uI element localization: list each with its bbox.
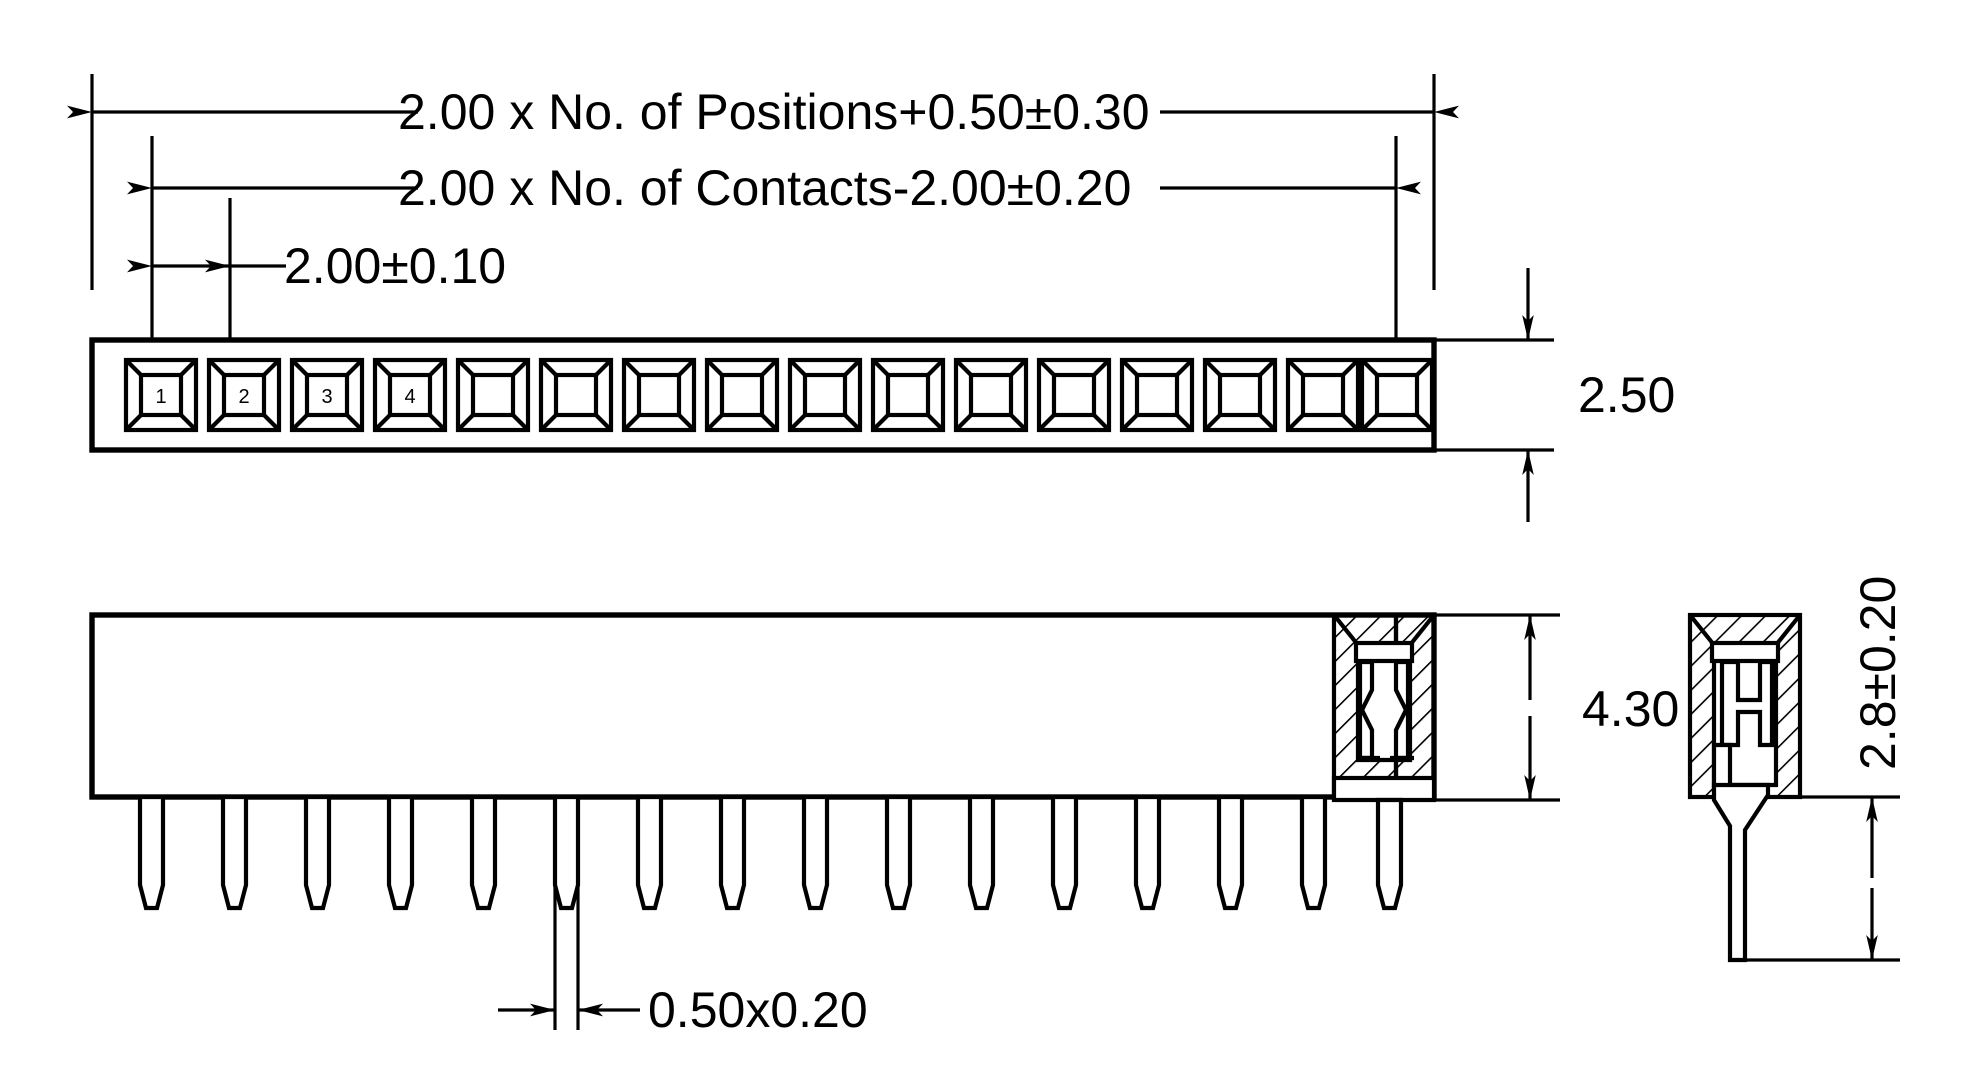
contact-socket: 4 bbox=[372, 357, 448, 433]
contact-socket: 1 bbox=[123, 357, 199, 433]
pin bbox=[1216, 794, 1245, 911]
pin bbox=[1133, 794, 1162, 911]
end-chamfer-left bbox=[1688, 613, 1716, 647]
contact-socket bbox=[1119, 357, 1195, 433]
pin bbox=[718, 794, 747, 911]
contact-socket bbox=[1202, 357, 1278, 433]
contact-socket: 2 bbox=[206, 357, 282, 433]
side-view-body bbox=[89, 612, 1437, 800]
end-cavity-top-bar bbox=[1709, 640, 1781, 664]
contact-socket bbox=[704, 357, 780, 433]
contact-number: 4 bbox=[404, 386, 415, 408]
contact-socket bbox=[870, 357, 946, 433]
contact-socket: 3 bbox=[289, 357, 365, 433]
pin bbox=[303, 794, 332, 911]
contact-socket bbox=[787, 357, 863, 433]
pin bbox=[1050, 794, 1079, 911]
pin bbox=[552, 794, 581, 911]
contact-socket bbox=[455, 357, 531, 433]
contact-base-plate bbox=[1331, 775, 1437, 803]
sectioned-contact-detail bbox=[1331, 612, 1437, 803]
dim-pin-label: 0.50x0.20 bbox=[648, 982, 868, 1038]
side-view-group: 4.30 0.50x0.20 bbox=[89, 612, 1679, 1038]
dim-28-label: 2.8±0.20 bbox=[1850, 576, 1906, 770]
contact-number: 2 bbox=[238, 386, 249, 408]
end-view-contact bbox=[1719, 659, 1775, 748]
dim-pitch-label: 2.00±0.10 bbox=[284, 238, 506, 294]
dim-contacts-label: 2.00 x No. of Contacts-2.00±0.20 bbox=[398, 160, 1131, 216]
end-view-group: 2.8±0.20 bbox=[1687, 576, 1906, 963]
pin bbox=[469, 794, 498, 911]
chamfer-right bbox=[1408, 613, 1436, 647]
pin bbox=[967, 794, 996, 911]
pin-array bbox=[137, 794, 1404, 911]
contact-number: 1 bbox=[155, 386, 166, 408]
contact-socket bbox=[1285, 357, 1361, 433]
pin bbox=[801, 794, 830, 911]
contact-array: 1 2 3 bbox=[123, 357, 1435, 433]
dim-250-label: 2.50 bbox=[1578, 367, 1675, 423]
pin bbox=[1375, 797, 1404, 911]
pin bbox=[386, 794, 415, 911]
contact-socket bbox=[953, 357, 1029, 433]
end-chamfer-right bbox=[1774, 613, 1802, 647]
pin bbox=[220, 794, 249, 911]
pin bbox=[1299, 794, 1328, 911]
chamfer-left bbox=[1332, 613, 1360, 647]
contact-socket bbox=[538, 357, 614, 433]
top-view-group: 2.00 x No. of Positions+0.50±0.30 2.00 x… bbox=[67, 74, 1675, 522]
dim-430-label: 4.30 bbox=[1582, 681, 1679, 737]
contact-number: 3 bbox=[321, 386, 332, 408]
cavity-top-bar bbox=[1353, 640, 1415, 664]
pin bbox=[635, 794, 664, 911]
contact-socket bbox=[1036, 357, 1112, 433]
pin bbox=[884, 794, 913, 911]
pin bbox=[137, 794, 166, 911]
contact-socket bbox=[621, 357, 697, 433]
contact-socket bbox=[1359, 357, 1435, 433]
dim-overall-label: 2.00 x No. of Positions+0.50±0.30 bbox=[398, 84, 1150, 140]
